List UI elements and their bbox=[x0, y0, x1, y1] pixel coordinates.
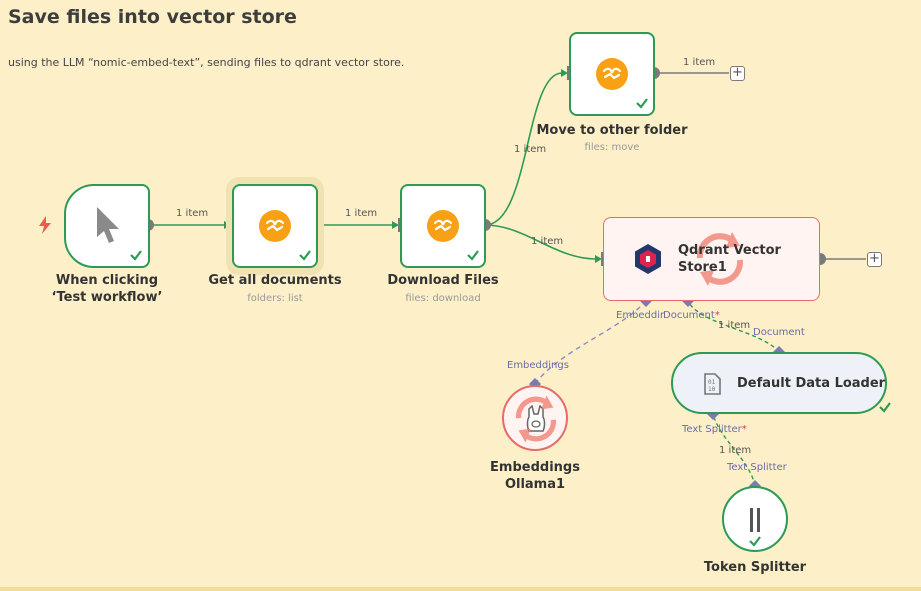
node-get-all-documents[interactable] bbox=[232, 184, 318, 268]
sticky-subtitle: using the LLM “nomic-embed-text”, sendin… bbox=[8, 56, 405, 69]
arrow-move bbox=[561, 69, 568, 77]
node-embeddings-ollama-label: Embeddings Ollama1 bbox=[490, 460, 580, 492]
success-check-icon bbox=[299, 250, 311, 261]
node-download-files-label: Download Files bbox=[387, 273, 499, 288]
arrow-download bbox=[392, 221, 399, 229]
success-check-icon bbox=[879, 402, 891, 413]
sticky-title: Save files into vector store bbox=[8, 6, 297, 28]
refresh-overlay-icon bbox=[515, 395, 557, 443]
node-download-files[interactable] bbox=[400, 184, 486, 268]
node-default-data-loader[interactable]: 01 10 Default Data Loader bbox=[671, 352, 887, 414]
node-token-splitter[interactable] bbox=[722, 486, 788, 552]
wire-download-to-qdrant bbox=[484, 224, 597, 260]
binary-file-icon: 01 10 bbox=[704, 373, 721, 395]
port-label-ollama-embeddings: Embeddings bbox=[507, 360, 569, 371]
node-get-all-documents-sub: folders: list bbox=[247, 293, 303, 304]
nextcloud-icon bbox=[427, 210, 459, 242]
node-embeddings-ollama[interactable] bbox=[502, 385, 568, 451]
node-move-to-other-folder-sub: files: move bbox=[584, 142, 640, 153]
node-move-to-other-folder-label: Move to other folder bbox=[536, 123, 688, 138]
svg-text:10: 10 bbox=[708, 386, 716, 393]
nextcloud-icon bbox=[596, 58, 628, 90]
wire-loader-to-qdrant bbox=[687, 300, 780, 353]
arrow-qdrant bbox=[595, 255, 602, 263]
add-node-plus-button[interactable]: + bbox=[730, 66, 745, 81]
wire-label-text-splitter: 1 item bbox=[719, 445, 752, 456]
cursor-arrow-icon bbox=[97, 207, 119, 243]
nextcloud-icon bbox=[259, 210, 291, 242]
node-download-files-sub: files: download bbox=[405, 293, 481, 304]
ollama-llama-icon bbox=[526, 405, 546, 432]
port-label-loader-document: Document bbox=[753, 327, 805, 338]
splitter-bars-icon bbox=[750, 508, 760, 532]
node-move-to-other-folder[interactable] bbox=[569, 32, 655, 116]
node-qdrant-vector-store-label: Qdrant Vector Store1 bbox=[678, 243, 781, 275]
success-check-icon bbox=[749, 536, 761, 547]
add-node-plus-button[interactable]: + bbox=[867, 252, 882, 267]
wire-label-document: 1 item bbox=[718, 320, 751, 331]
wire-label-move: 1 item bbox=[514, 144, 547, 155]
node-token-splitter-label: Token Splitter bbox=[703, 560, 807, 575]
wire-download-to-move bbox=[484, 72, 563, 226]
node-get-all-documents-label: Get all documents bbox=[208, 273, 342, 288]
wire-label-qdrant: 1 item bbox=[531, 236, 564, 247]
success-check-icon bbox=[467, 250, 479, 261]
success-check-icon bbox=[636, 98, 648, 109]
node-default-data-loader-label: Default Data Loader bbox=[737, 376, 886, 391]
node-trigger-label: When clicking ‘Test workflow’ bbox=[51, 273, 163, 305]
wire-label-move-out: 1 item bbox=[683, 57, 716, 68]
node-qdrant-vector-store[interactable]: Qdrant Vector Store1 bbox=[603, 217, 820, 301]
qdrant-logo-icon bbox=[635, 244, 661, 274]
port-label-qdrant-embedding: Embeddir bbox=[616, 310, 665, 321]
success-check-icon bbox=[130, 250, 142, 261]
port-label-splitter-text-splitter: Text Splitter bbox=[727, 462, 787, 473]
node-trigger[interactable] bbox=[64, 184, 150, 268]
port-label-loader-text-splitter: Text Splitter* bbox=[682, 424, 747, 435]
wire-label-trigger: 1 item bbox=[176, 208, 209, 219]
refresh-overlay-icon bbox=[696, 232, 744, 286]
svg-text:01: 01 bbox=[708, 379, 716, 386]
wire-label-get-docs: 1 item bbox=[345, 208, 378, 219]
trigger-bolt-icon bbox=[39, 216, 51, 234]
wire-splitter-to-loader bbox=[712, 413, 756, 487]
port-label-qdrant-document: Document* bbox=[663, 310, 720, 321]
